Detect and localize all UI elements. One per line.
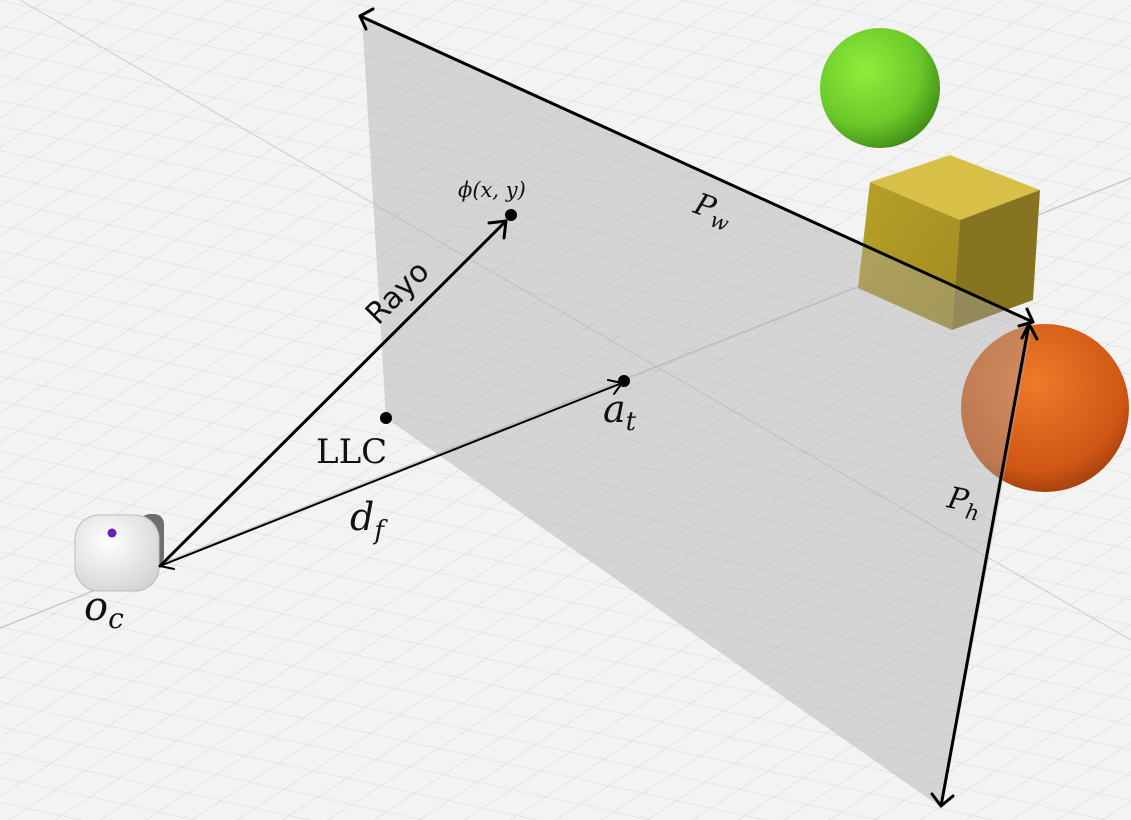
look-at-label-sub: t	[626, 407, 637, 437]
plane-height-label-sub: h	[963, 499, 981, 525]
camera-robot	[74, 514, 164, 592]
focal-distance-label-base: d	[350, 495, 374, 539]
look-at-label: at	[603, 387, 637, 437]
camera-origin-label-sub: c	[108, 602, 124, 635]
pixel-point	[505, 209, 517, 221]
floor-axis-line-2	[19, 0, 1131, 641]
plane-height-arrow	[930, 322, 1039, 808]
orange-sphere	[961, 324, 1129, 492]
camera-sensor-dot	[107, 528, 117, 538]
green-sphere	[820, 28, 940, 148]
camera-origin-label-base: o	[84, 584, 108, 630]
ray-arrow	[158, 219, 508, 568]
camera-origin-label: oc	[84, 584, 124, 635]
pixel-point-label: ϕ(x, y)	[458, 178, 526, 202]
llc-label: LLC	[316, 432, 387, 472]
look-at-point	[618, 375, 630, 387]
look-at-label-base: a	[603, 387, 626, 431]
lower-left-corner-point	[380, 412, 392, 424]
image-plane	[362, 15, 1033, 808]
plane-width-arrow	[358, 7, 1035, 328]
